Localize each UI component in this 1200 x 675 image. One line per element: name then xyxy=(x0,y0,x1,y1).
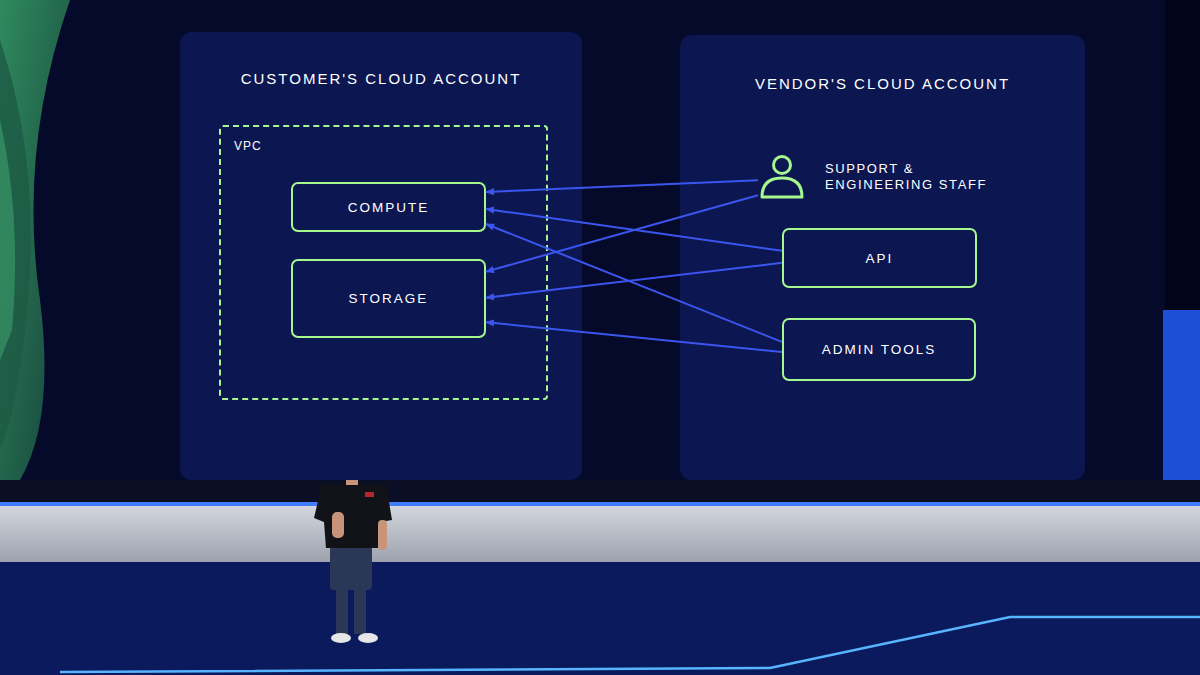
green-swirl xyxy=(0,40,31,450)
node-label: SUPPORT & ENGINEERING STAFF xyxy=(825,161,1007,193)
account-panel: VENDOR'S CLOUD ACCOUNT SUPPORT & ENGINEER… xyxy=(680,35,1085,480)
account-panel: CUSTOMER'S CLOUD ACCOUNT VPC COMPUTE STORAG… xyxy=(180,32,582,480)
service-box: API xyxy=(782,228,977,288)
access-arrow xyxy=(486,180,758,192)
node-label: ADMIN TOOLS xyxy=(822,342,937,357)
node-label: STORAGE xyxy=(349,291,429,306)
stage-band xyxy=(0,506,1200,562)
access-arrow xyxy=(486,322,782,352)
person-icon xyxy=(758,152,806,200)
vpc-boundary: VPC COMPUTE STORAGE xyxy=(219,125,548,400)
node-label: API xyxy=(866,251,894,266)
node-label: VPC xyxy=(234,139,262,153)
node-label: CUSTOMER'S CLOUD ACCOUNT xyxy=(180,70,582,87)
node-label: COMPUTE xyxy=(348,200,430,215)
screen xyxy=(0,0,1200,492)
actor-node: SUPPORT & ENGINEERING STAFF xyxy=(758,150,1010,202)
access-arrow xyxy=(486,263,782,298)
node-label: VENDOR'S CLOUD ACCOUNT xyxy=(680,75,1085,92)
stage-edge xyxy=(0,480,1200,504)
service-box: ADMIN TOOLS xyxy=(782,318,976,381)
green-swirl xyxy=(0,0,70,480)
floor-light xyxy=(60,617,1200,672)
person-head xyxy=(774,157,791,174)
access-arrow xyxy=(486,209,782,251)
person-body xyxy=(762,178,802,197)
side-panel xyxy=(1163,310,1200,482)
green-swirl xyxy=(0,120,15,360)
stage-floor xyxy=(0,562,1200,675)
stage-light xyxy=(0,502,1200,506)
access-arrow xyxy=(486,195,758,271)
access-arrow xyxy=(486,224,782,342)
service-box: STORAGE xyxy=(291,259,486,338)
service-box: COMPUTE xyxy=(291,182,486,232)
